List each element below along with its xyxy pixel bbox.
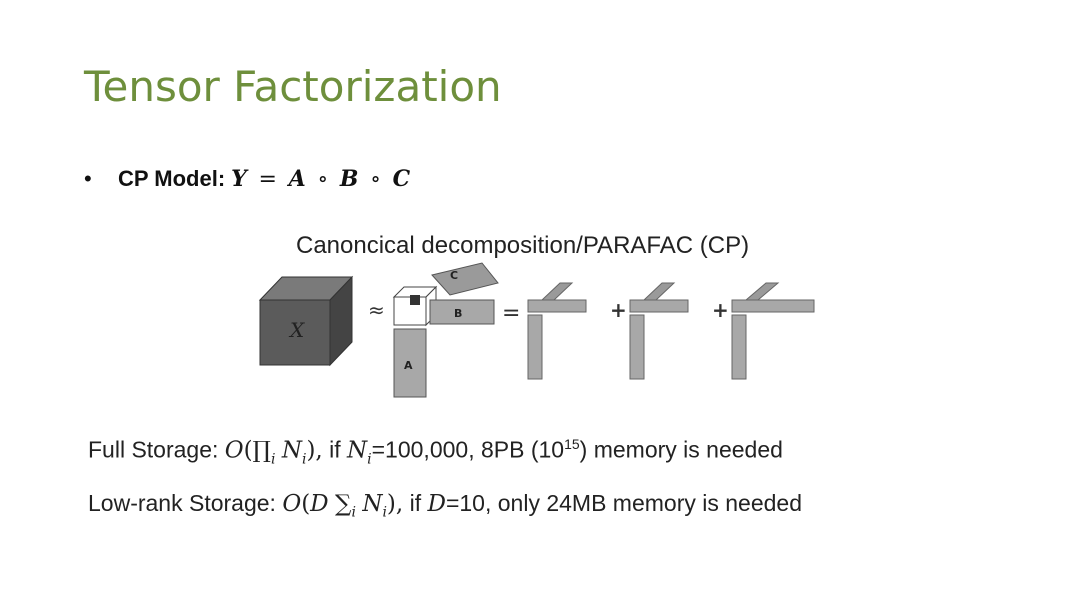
label-c: C (450, 269, 458, 282)
eq-a: A (288, 166, 306, 192)
low-rank-storage-line: Low-rank Storage: O(D ∑i Ni), if D=10, o… (88, 490, 802, 521)
full-storage-line: Full Storage: O(∏i Ni), if Ni=100,000, 8… (88, 436, 783, 467)
full-storage-n-index: i (301, 451, 307, 468)
cp-equation: Y = A ∘ B ∘ C (231, 166, 410, 192)
full-storage-n: N (281, 437, 302, 464)
sum-symbol: ∑ (335, 491, 352, 517)
low-rank-o: O (282, 491, 302, 517)
eq-b: B (339, 166, 359, 192)
rank-one-component-2 (629, 282, 689, 380)
sum-index: i (351, 504, 356, 521)
full-storage-n2-index: i (367, 451, 372, 468)
full-storage-close: ), (306, 437, 323, 464)
full-storage-exponent: 15 (564, 436, 580, 452)
full-storage-open: ( (243, 437, 253, 464)
eq-equals: = (258, 167, 277, 192)
plus-symbol-2: + (712, 298, 729, 322)
label-a: A (404, 359, 413, 372)
rank-one-component-1 (527, 282, 587, 380)
core-tensor-group: C B A (392, 262, 499, 398)
full-storage-suffix: ) memory is needed (579, 436, 783, 463)
low-rank-d: D (310, 491, 329, 517)
full-storage-o: O (224, 437, 244, 464)
eq-circ-1: ∘ (317, 167, 329, 192)
low-rank-d2: D (427, 491, 446, 517)
equals-symbol: = (502, 301, 520, 326)
low-rank-prefix: Low-rank Storage: (88, 490, 283, 516)
low-rank-if: if (403, 490, 428, 516)
tensor-label: X (288, 318, 305, 342)
low-rank-n: N (362, 491, 383, 517)
cp-model-label: CP Model: (118, 166, 226, 191)
plus-symbol-1: + (610, 298, 627, 322)
low-rank-close: ), (386, 491, 404, 517)
low-rank-suffix: =10, only 24MB memory is needed (445, 490, 803, 516)
low-rank-open: ( (301, 491, 311, 517)
approx-symbol: ≈ (368, 298, 385, 322)
eq-circ-2: ∘ (370, 167, 381, 192)
cp-model-bullet: • CP Model: Y = A ∘ B ∘ C (84, 166, 410, 192)
tensor-cube: X (258, 275, 354, 367)
slide-title: Tensor Factorization (84, 62, 502, 111)
cp-decomposition-figure: X ≈ C B A = + + (258, 262, 815, 398)
full-storage-mid: =100,000, 8PB (10 (371, 436, 565, 463)
low-rank-n-index: i (382, 504, 387, 521)
full-storage-n2: N (347, 437, 368, 464)
product-symbol: ∏ (252, 437, 271, 464)
label-b: B (454, 307, 462, 320)
full-storage-if: if (322, 436, 348, 463)
bullet-marker: • (84, 166, 92, 191)
full-storage-prefix: Full Storage: (88, 436, 225, 463)
figure-caption: Canoncical decomposition/PARAFAC (CP) (296, 232, 750, 259)
eq-c: C (392, 166, 411, 192)
product-index: i (270, 451, 276, 468)
rank-one-component-3 (731, 282, 815, 380)
eq-y: Y (231, 166, 247, 192)
